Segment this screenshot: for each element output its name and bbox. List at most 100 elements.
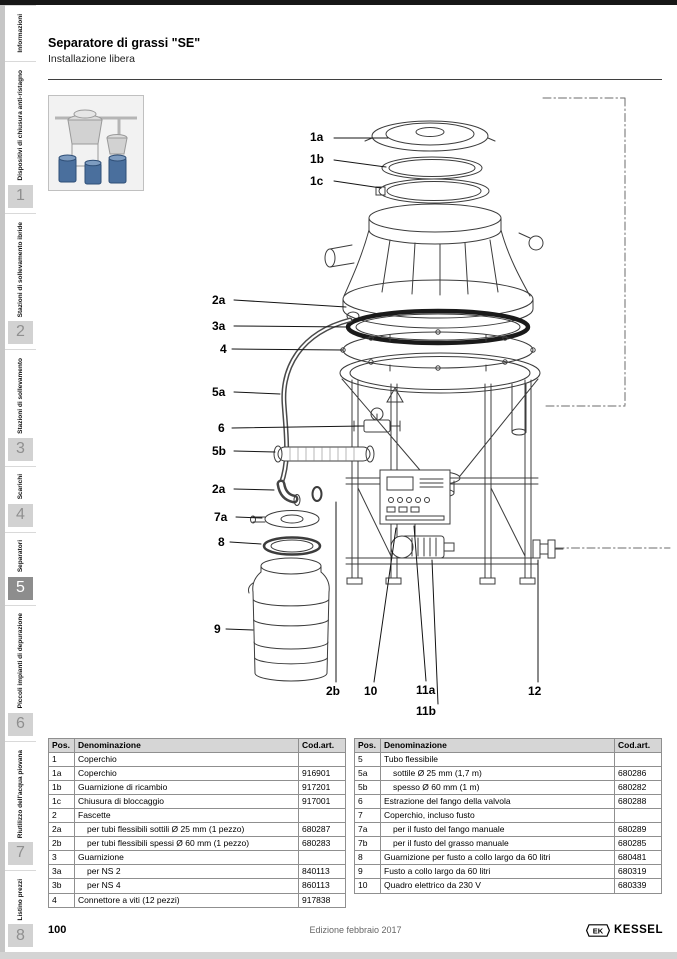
parts-row: 2b per tubi flessibili spessi Ø 60 mm (1… — [48, 836, 346, 852]
chapter-tab-number: 6 — [8, 712, 33, 736]
parts-row: 6 Estrazione del fango della valvola 680… — [354, 794, 662, 810]
chapter-tab-label: Listino prezzi — [16, 878, 24, 921]
parts-tables: Pos. Denominazione Cod.art. 1 Coperchio — [48, 737, 662, 908]
chapter-tab-sidebar: Informazioni Dispositivi di chiusura ant… — [5, 5, 36, 952]
chapter-tab: Dispositivi di chiusura anti-ristagno 1 — [5, 61, 36, 212]
part-pos: 7 — [354, 808, 381, 824]
upper-vessel — [324, 203, 544, 329]
part-code: 680289 — [614, 822, 662, 838]
lid-part — [364, 120, 496, 152]
edition-text: Edizione febbraio 2017 — [309, 925, 402, 935]
chapter-tab-label-wrap: Piccoli impianti di depurazione — [17, 610, 25, 713]
page-content: Separatore di grassi "SE" Installazione … — [36, 5, 677, 952]
parts-row: 7b per il fusto del grasso manuale 68028… — [354, 836, 662, 852]
chapter-tab-label-wrap: Dispositivi di chiusura anti-ristagno — [17, 66, 25, 184]
parts-row: 2 Fascette — [48, 808, 346, 824]
part-pos: 10 — [354, 878, 381, 894]
callout-1b: 1b — [310, 152, 325, 166]
chapter-tab: Stazioni di sollevamento ibride 2 — [5, 212, 36, 349]
support-frame — [345, 379, 539, 585]
part-name: spesso Ø 60 mm (1 m) — [380, 780, 615, 796]
callout-1c: 1c — [310, 174, 324, 188]
part-name: Estrazione del fango della valvola — [380, 794, 615, 810]
part-name: Guarnizione di ricambio — [74, 780, 299, 796]
part-name: Fusto a collo largo da 60 litri — [380, 864, 615, 880]
callout-9: 9 — [214, 622, 221, 636]
part-code: 680282 — [614, 780, 662, 796]
col-header-codart: Cod.art. — [298, 737, 346, 754]
chapter-tab: Stazioni di sollevamento 3 — [5, 348, 36, 466]
brand-name: KESSEL — [613, 924, 663, 936]
chapter-tab-label-wrap: Scarichi — [17, 471, 25, 504]
col-header-denominazione: Denominazione — [380, 737, 615, 754]
elbow-fitting — [276, 479, 323, 506]
part-pos: 3a — [48, 864, 75, 880]
callout-12: 12 — [528, 684, 542, 698]
part-name: Guarnizione per fusto a collo largo da 6… — [380, 850, 615, 866]
chapter-tab: Piccoli impianti di depurazione 6 — [5, 604, 36, 741]
parts-row: 1b Guarnizione di ricambio 917201 — [48, 780, 346, 796]
sludge-valve — [353, 407, 401, 433]
product-photo-art — [49, 96, 143, 190]
scan-edge-left — [0, 0, 5, 959]
part-code: 680287 — [298, 822, 346, 838]
part-code: 917001 — [298, 794, 346, 810]
parts-row: 3a per NS 2 840113 — [48, 864, 346, 880]
col-header-pos: Pos. — [354, 737, 381, 754]
callout-1a: 1a — [310, 130, 324, 144]
part-pos: 5a — [354, 766, 381, 782]
vessel-gasket — [345, 308, 531, 346]
table-header-row: Pos. Denominazione Cod.art. — [48, 737, 346, 754]
chapter-tab-label: Riutilizzo dell'acqua piovana — [16, 749, 24, 838]
part-pos: 8 — [354, 850, 381, 866]
part-code: 680283 — [298, 836, 346, 852]
kessel-mark-icon: EK — [585, 923, 610, 937]
parts-row: 7a per il fusto del fango manuale 680289 — [354, 822, 662, 838]
part-name: per tubi flessibili spessi Ø 60 mm (1 pe… — [74, 836, 299, 852]
callout-11a: 11a — [416, 683, 436, 697]
chapter-tab-label: Scarichi — [16, 474, 24, 500]
callout-6: 6 — [218, 421, 225, 435]
parts-row: 5b spesso Ø 60 mm (1 m) 680282 — [354, 780, 662, 796]
part-pos: 4 — [48, 892, 75, 908]
part-code — [298, 808, 346, 824]
part-code — [614, 808, 662, 824]
parts-table-left: Pos. Denominazione Cod.art. 1 Coperchio — [48, 737, 346, 908]
part-pos: 3 — [48, 850, 75, 866]
chapter-tab-label-wrap: Stazioni di sollevamento — [17, 354, 25, 438]
part-pos: 2 — [48, 808, 75, 824]
chapter-tab-label: Stazioni di sollevamento — [16, 357, 24, 434]
chapter-tab-number: 7 — [8, 841, 33, 865]
chapter-tab-label: Stazioni di sollevamento ibride — [16, 221, 24, 317]
part-code — [298, 850, 346, 866]
parts-row: 4 Connettore a viti (12 pezzi) 917838 — [48, 892, 346, 908]
page-header: Separatore di grassi "SE" Installazione … — [48, 36, 200, 65]
chapter-tab-label-wrap: Stazioni di sollevamento ibride — [17, 218, 25, 321]
pump-unit — [390, 535, 455, 559]
table-header-row: Pos. Denominazione Cod.art. — [354, 737, 662, 754]
callout-2b: 2b — [326, 684, 341, 698]
part-pos: 1 — [48, 752, 75, 768]
part-code: 680288 — [614, 794, 662, 810]
chapter-tab-number: 4 — [8, 503, 33, 527]
part-code — [614, 752, 662, 768]
parts-table-right: Pos. Denominazione Cod.art. 5 Tubo fless… — [354, 737, 662, 894]
parts-row: 7 Coperchio, incluso fusto — [354, 808, 662, 824]
thick-hose — [273, 445, 375, 463]
part-name: Fascette — [74, 808, 299, 824]
part-code: 916901 — [298, 766, 346, 782]
chapter-tab: Listino prezzi 8 — [5, 869, 36, 952]
locking-ring — [375, 178, 490, 204]
leader-lines — [225, 137, 539, 705]
parts-row: 1a Coperchio 916901 — [48, 766, 346, 782]
part-code: 680285 — [614, 836, 662, 852]
part-name: Coperchio — [74, 766, 299, 782]
product-photo — [48, 95, 144, 191]
part-name: Connettore a viti (12 pezzi) — [74, 892, 299, 908]
chapter-tab-label-wrap: Listino prezzi — [17, 875, 25, 924]
drum-gasket — [262, 536, 322, 556]
part-pos: 1a — [48, 766, 75, 782]
part-pos: 5 — [354, 752, 381, 768]
wide-neck-drum — [248, 557, 330, 682]
